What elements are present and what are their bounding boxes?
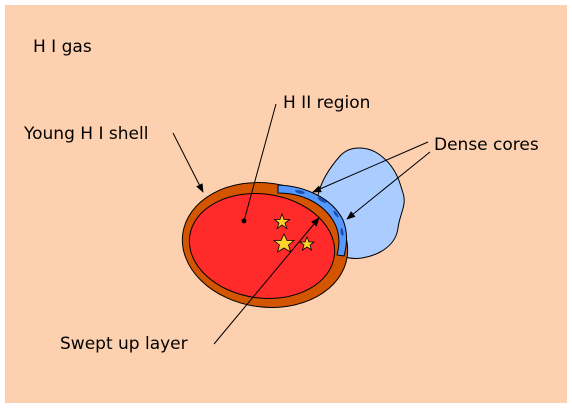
dense-cores-label: Dense cores [434, 135, 539, 155]
hii-region-label: H II region [283, 93, 370, 113]
hi-gas-label: H I gas [33, 37, 92, 57]
swept-up-layer-label: Swept up layer [60, 334, 188, 354]
young-shell-label: Young H I shell [23, 124, 148, 144]
